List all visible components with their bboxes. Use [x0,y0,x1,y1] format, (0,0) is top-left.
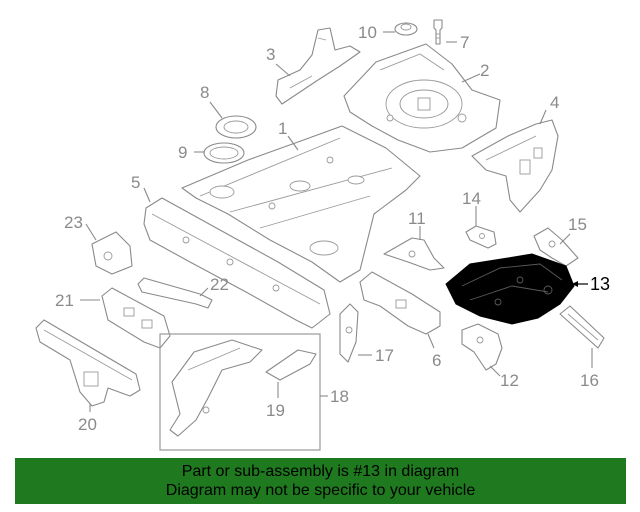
callout-20: 20 [78,415,97,434]
callout-23: 23 [64,213,83,232]
callout-19: 19 [266,401,285,420]
callout-21: 21 [55,291,74,310]
part-12-bracket[interactable] [461,323,503,371]
part-4-rear-side-member[interactable] [471,119,559,213]
part-13-under-cover[interactable] [445,253,575,325]
part-15-bracket[interactable] [533,227,579,267]
callout-5: 5 [131,173,140,192]
callout-6: 6 [432,351,441,370]
callout-18: 18 [330,387,349,406]
part-3-bracket[interactable] [275,27,361,105]
callout-22: 22 [210,275,229,294]
part-23-bracket[interactable] [91,231,133,275]
part-2-rear-floor[interactable] [343,43,501,153]
callout-3: 3 [266,45,275,64]
part-6-member[interactable] [359,271,441,335]
part-16-strip[interactable] [559,305,605,349]
part-14-bracket[interactable] [465,225,497,249]
part-20-front-member[interactable] [35,319,141,407]
part-10-cap[interactable] [394,22,418,36]
callout-2: 2 [480,61,489,80]
callout-11: 11 [408,209,426,228]
callout-16: 16 [580,371,599,390]
part-9-ring[interactable] [203,142,245,164]
part-22-brace[interactable] [137,277,213,309]
callout-13: 13 [590,274,610,294]
callout-15: 15 [568,215,587,234]
part-17-bracket[interactable] [339,303,359,363]
part-19[interactable] [265,349,317,381]
info-banner: Part or sub-assembly is #13 in diagram D… [15,458,626,504]
part-7-bolt[interactable] [433,19,443,45]
subassembly-18-box[interactable] [159,333,321,451]
callout-12: 12 [500,371,519,390]
callout-1: 1 [278,119,287,138]
callout-9: 9 [178,143,187,162]
banner-line-2: Diagram may not be specific to your vehi… [165,482,476,499]
callout-7: 7 [460,33,469,52]
part-5-side-sill[interactable] [143,197,331,329]
callout-14: 14 [462,189,481,208]
part-8-grommet[interactable] [215,115,257,139]
callout-10: 10 [358,23,377,42]
callout-4: 4 [550,93,559,112]
callout-8: 8 [200,83,209,102]
part-1-floor-panel[interactable] [181,125,421,283]
callout-17: 17 [375,346,394,365]
part-11-gusset[interactable] [383,237,445,271]
part-21-crossmember[interactable] [101,287,171,349]
banner-line-1: Part or sub-assembly is #13 in diagram [181,463,460,480]
arrow-13-icon [572,281,578,287]
